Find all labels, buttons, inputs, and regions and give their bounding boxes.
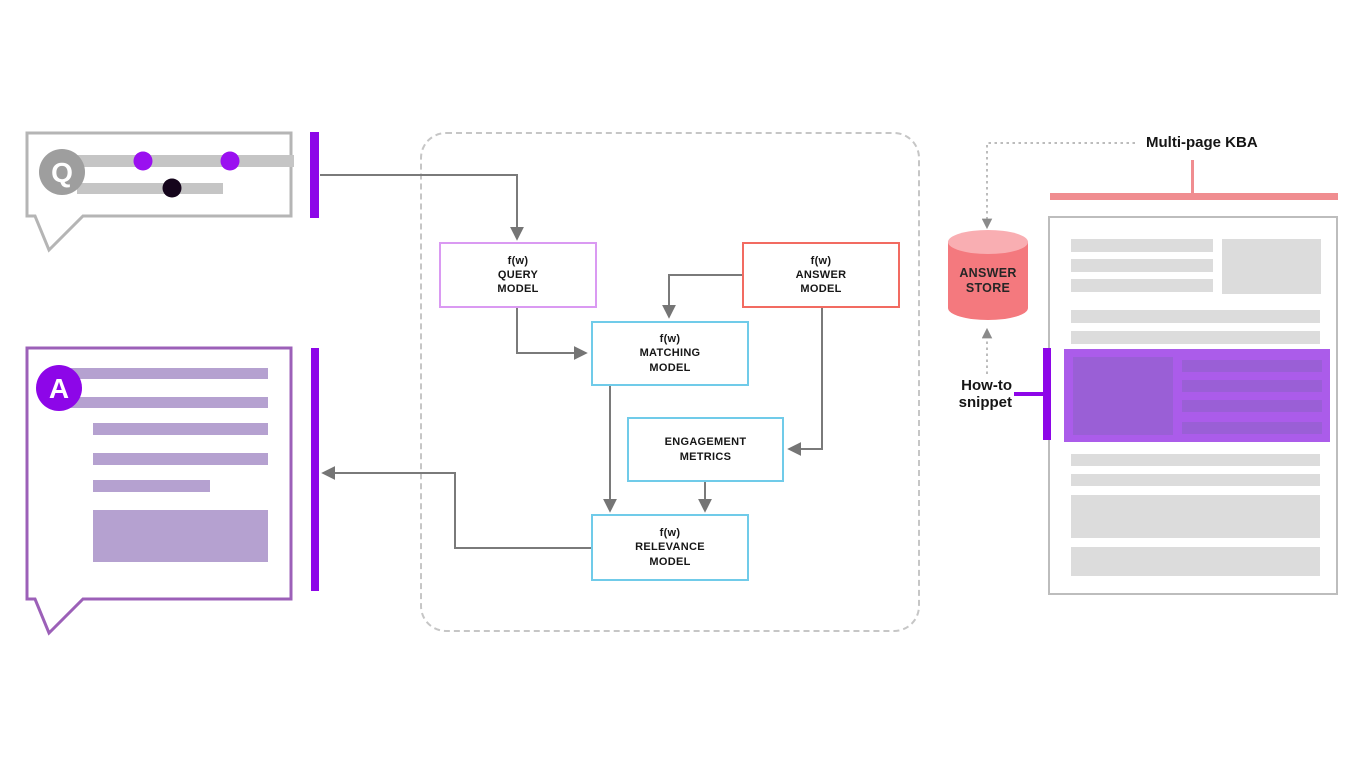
kba-callout-tick [1191,160,1194,193]
doc-content-block [1071,547,1320,576]
question-accent-bar [310,132,319,218]
arrow-query-to-matching [516,307,588,360]
relevance-model-fw: f(w) [659,527,681,540]
snippet-text-line [1182,400,1322,412]
doc-content-block [1071,495,1320,538]
kba-document [1048,216,1338,595]
arrow-answer-to-engagement [787,307,823,456]
answer-accent-bar [311,348,319,591]
matching-model-box: f(w) MATCHING MODEL [591,321,749,386]
answer-store-cylinder [948,230,1028,320]
doc-text-line [1071,310,1320,323]
arrow-relevance-to-answer [321,466,591,549]
doc-text-line [1071,331,1320,344]
engagement-metrics-box: ENGAGEMENT METRICS [627,417,784,482]
howto-snippet-label: How-to snippet [958,377,1012,412]
arrow-question-to-query-model [320,174,524,241]
query-term-dot [220,151,240,171]
answer-model-box: f(w) ANSWER MODEL [742,242,900,308]
cylinder-top [948,230,1028,254]
dashed-link-kba-to-store [981,142,1135,230]
multipage-kba-label: Multi-page KBA [1146,134,1258,151]
answer-model-label: ANSWER MODEL [795,268,847,296]
question-badge-circle [39,149,85,195]
arrow-answer-to-matching [662,274,742,319]
answer-text-line [93,453,268,465]
matching-model-label: MATCHING MODEL [639,347,701,374]
engagement-metrics-label: ENGAGEMENT METRICS [664,436,747,463]
doc-text-line [1071,454,1320,466]
answer-text-line [48,397,268,408]
snippet-image-block [1073,357,1173,435]
answer-text-line [48,368,268,379]
doc-text-line [1071,259,1213,272]
answer-badge: A [49,373,69,404]
snippet-text-line [1182,380,1322,392]
snippet-text-line [1182,360,1322,372]
matching-model-fw: f(w) [659,333,681,346]
answer-badge-circle [36,365,82,411]
question-badge: Q [51,157,73,188]
answer-text-line [93,423,268,435]
answer-store-label: ANSWER STORE [959,266,1017,295]
answer-content-block [93,510,268,562]
query-term-dot [133,151,153,171]
doc-media-block [1222,239,1321,294]
answer-text-line [93,480,210,492]
ranking-pipeline-container [420,132,920,632]
doc-text-line [1071,474,1320,486]
query-model-box: f(w) QUERY MODEL [439,242,597,308]
query-term-dot-dark [162,178,182,198]
snippet-text-line [1182,422,1322,434]
question-text-line [52,155,294,167]
answer-model-fw: f(w) [810,254,832,267]
kba-page-top-bar [1050,193,1338,200]
query-model-label: QUERY MODEL [497,268,539,296]
relevance-model-label: RELEVANCE MODEL [635,541,705,568]
howto-snippet-highlight [1064,349,1330,442]
cylinder-body [948,242,1028,320]
query-model-fw: f(w) [507,254,529,267]
howto-callout-tick [1014,392,1043,396]
doc-text-line [1071,279,1213,292]
snippet-callout-bar [1043,348,1051,440]
relevance-model-box: f(w) RELEVANCE MODEL [591,514,749,581]
question-text-line [77,183,223,194]
question-bubble: Q [25,131,294,253]
doc-text-line [1071,239,1213,252]
answer-bubble: A [25,346,293,636]
